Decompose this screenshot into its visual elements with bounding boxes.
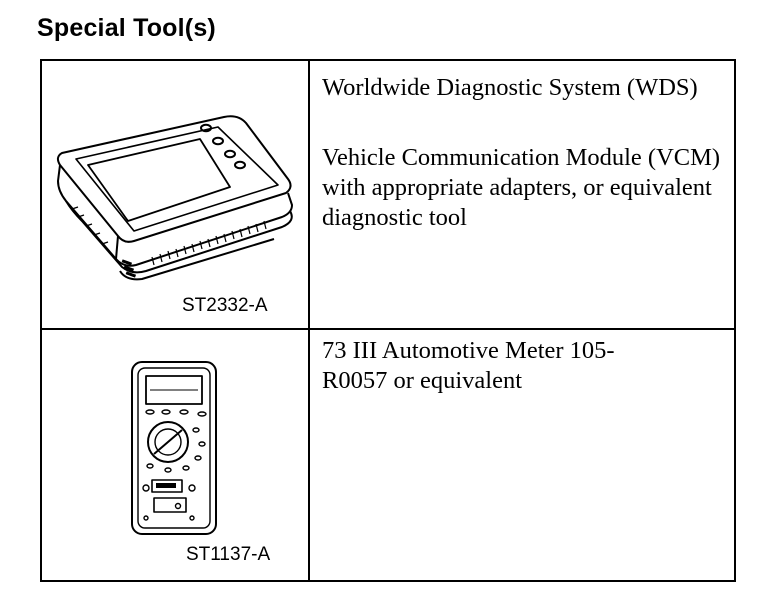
- tool-description-cell: 73 III Automotive Meter 105-R0057 or equ…: [310, 330, 734, 580]
- tool-image-cell: ST1137-A: [42, 330, 310, 580]
- diagnostic-system-illustration: [56, 115, 293, 281]
- tool-caption: ST2332-A: [182, 295, 268, 316]
- automotive-meter-illustration: [131, 361, 217, 535]
- tool-row: ST1137-A 73 III Automotive Meter 105-R00…: [42, 330, 734, 580]
- tool-description: 73 III Automotive Meter 105-R0057 or equ…: [322, 337, 615, 394]
- section-title: Special Tool(s): [37, 14, 216, 42]
- tool-description: Worldwide Diagnostic System (WDS): [322, 74, 698, 101]
- tool-image-cell: ST2332-A: [42, 61, 310, 328]
- tool-description-cell: Worldwide Diagnostic System (WDS) Vehicl…: [310, 61, 734, 328]
- tool-caption: ST1137-A: [186, 544, 271, 565]
- special-tools-table: ST2332-A Worldwide Diagnostic System (WD…: [40, 59, 736, 582]
- tool-row: ST2332-A Worldwide Diagnostic System (WD…: [42, 61, 734, 330]
- tool-description: Vehicle Communication Module (VCM) with …: [322, 144, 721, 231]
